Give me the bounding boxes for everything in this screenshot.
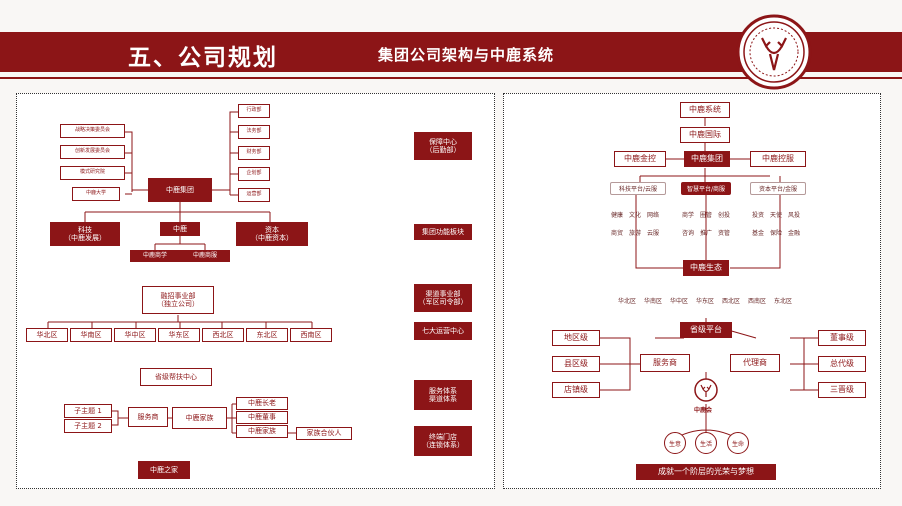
right-region: 西北区 — [722, 298, 741, 305]
zhonglu-group-right: 中鹿集团 — [684, 151, 730, 167]
zhonglu-node: 中鹿 — [160, 222, 200, 236]
slogan-bar: 成就一个阶层的光荣与梦想 — [636, 464, 776, 480]
dept-legal: 法务部 — [238, 125, 270, 139]
right-region: 华东区 — [696, 298, 715, 305]
smart-item: 商学 — [682, 212, 695, 219]
channel-department: 渠道事业部 （军区司令部） — [414, 284, 472, 312]
group-function-block: 集团功能板块 — [414, 224, 472, 240]
zhonglu-ecology-node: 中鹿生态 — [683, 260, 729, 276]
region-huadong: 华东区 — [158, 328, 200, 342]
circle-destiny: 生命 — [727, 432, 749, 454]
zhonglu-family-node: 中鹿家族 — [172, 407, 227, 429]
region-huazhong: 华中区 — [114, 328, 156, 342]
zhonglu-international-node: 中鹿国际 — [680, 127, 730, 143]
service-provider-node: 服务商 — [128, 407, 168, 427]
level-town: 店镇级 — [552, 382, 600, 398]
right-region: 东北区 — [774, 298, 793, 305]
smart-item: 推广 — [700, 230, 713, 237]
support-center: 保障中心 （后勤部） — [414, 132, 472, 160]
tech-node: 科技 （中鹿发展） — [50, 222, 120, 246]
capital-node: 资本 （中鹿资本） — [236, 222, 308, 246]
tech-item: 文化 — [629, 212, 642, 219]
tech-item: 旅游 — [629, 230, 642, 237]
platform-capital: 资本平台/金服 — [750, 182, 806, 195]
board-director: 董事级 — [818, 330, 866, 346]
tech-item: 网络 — [647, 212, 660, 219]
dept-admin: 行政部 — [238, 104, 270, 118]
rongzhao-department: 融招事业部 （独立公司） — [142, 286, 214, 314]
service-channel-system: 服务体系 渠道体系 — [414, 380, 472, 410]
tech-item: 健康 — [611, 212, 624, 219]
family-elder: 中鹿长老 — [236, 397, 288, 410]
agent-node: 代理商 — [730, 354, 780, 372]
slide-subtitle: 集团公司架构与中鹿系统 — [378, 46, 555, 64]
sub-theme-1: 子主题 1 — [64, 404, 112, 418]
zhonglu-group-node: 中鹿集团 — [148, 178, 212, 202]
region-huanan: 华南区 — [70, 328, 112, 342]
province-support-center: 省级帮扶中心 — [140, 368, 212, 386]
capital-item: 基金 — [752, 230, 765, 237]
family-director: 中鹿董事 — [236, 411, 288, 424]
right-region: 华中区 — [670, 298, 689, 305]
province-platform-node: 省级平台 — [680, 322, 732, 338]
region-xinan: 西南区 — [290, 328, 332, 342]
platform-smart: 智慧平台/商服 — [681, 182, 731, 195]
model-research-institute: 模式研究院 — [60, 166, 125, 180]
zhonglu-club-wordmark: 中鹿会 — [694, 407, 713, 414]
dept-planning: 企划部 — [238, 167, 270, 181]
tech-item: 商贸 — [611, 230, 624, 237]
family-member: 中鹿家族 — [236, 425, 288, 438]
dept-operations: 运营部 — [238, 188, 270, 202]
zhonglu-university: 中鹿大学 — [72, 187, 120, 201]
capital-item: 保险 — [770, 230, 783, 237]
right-region: 华北区 — [618, 298, 637, 305]
right-region: 华南区 — [644, 298, 663, 305]
circle-business: 生意 — [664, 432, 686, 454]
capital-item: 天使 — [770, 212, 783, 219]
zhonglu-finance-holding: 中鹿金控 — [614, 151, 666, 167]
board-sanjin: 三晋级 — [818, 382, 866, 398]
committee-strategy: 战略决策委员会 — [60, 124, 125, 138]
capital-item: 金融 — [788, 230, 801, 237]
committee-innovation: 创新发展委员会 — [60, 145, 125, 159]
title-underline — [0, 77, 902, 79]
smart-item: 咨询 — [682, 230, 695, 237]
board-general-agent: 总代级 — [818, 356, 866, 372]
zhonglu-service-holding: 中鹿控服 — [750, 151, 806, 167]
dept-finance: 财务部 — [238, 146, 270, 160]
service-provider-right: 服务商 — [640, 354, 690, 372]
smart-item: 创投 — [718, 212, 731, 219]
capital-item: 投资 — [752, 212, 765, 219]
smart-item: 资管 — [718, 230, 731, 237]
slide-title: 五、公司规划 — [128, 44, 278, 71]
platform-tech: 科技平台/云服 — [610, 182, 666, 195]
terminal-store: 终端门店 （连锁体系） — [414, 426, 472, 456]
deer-logo-icon — [736, 14, 812, 90]
level-region: 地区级 — [552, 330, 600, 346]
zhonglu-business-school: 中鹿商学 — [130, 250, 180, 262]
region-huabei: 华北区 — [26, 328, 68, 342]
tech-item: 云服 — [647, 230, 660, 237]
zhonglu-system-node: 中鹿系统 — [680, 102, 730, 118]
smart-item: 圈管 — [700, 212, 713, 219]
capital-item: 风投 — [788, 212, 801, 219]
zhonglu-home: 中鹿之家 — [138, 461, 190, 479]
seven-operation-centers: 七大运营中心 — [414, 322, 472, 340]
region-dongbei: 东北区 — [246, 328, 288, 342]
circle-life: 生活 — [695, 432, 717, 454]
level-county: 县区级 — [552, 356, 600, 372]
zhonglu-business-service: 中鹿商服 — [180, 250, 230, 262]
family-partner: 家族合伙人 — [296, 427, 352, 440]
small-deer-logo-icon — [694, 378, 718, 402]
sub-theme-2: 子主题 2 — [64, 419, 112, 433]
right-region: 西南区 — [748, 298, 767, 305]
region-xibei: 西北区 — [202, 328, 244, 342]
